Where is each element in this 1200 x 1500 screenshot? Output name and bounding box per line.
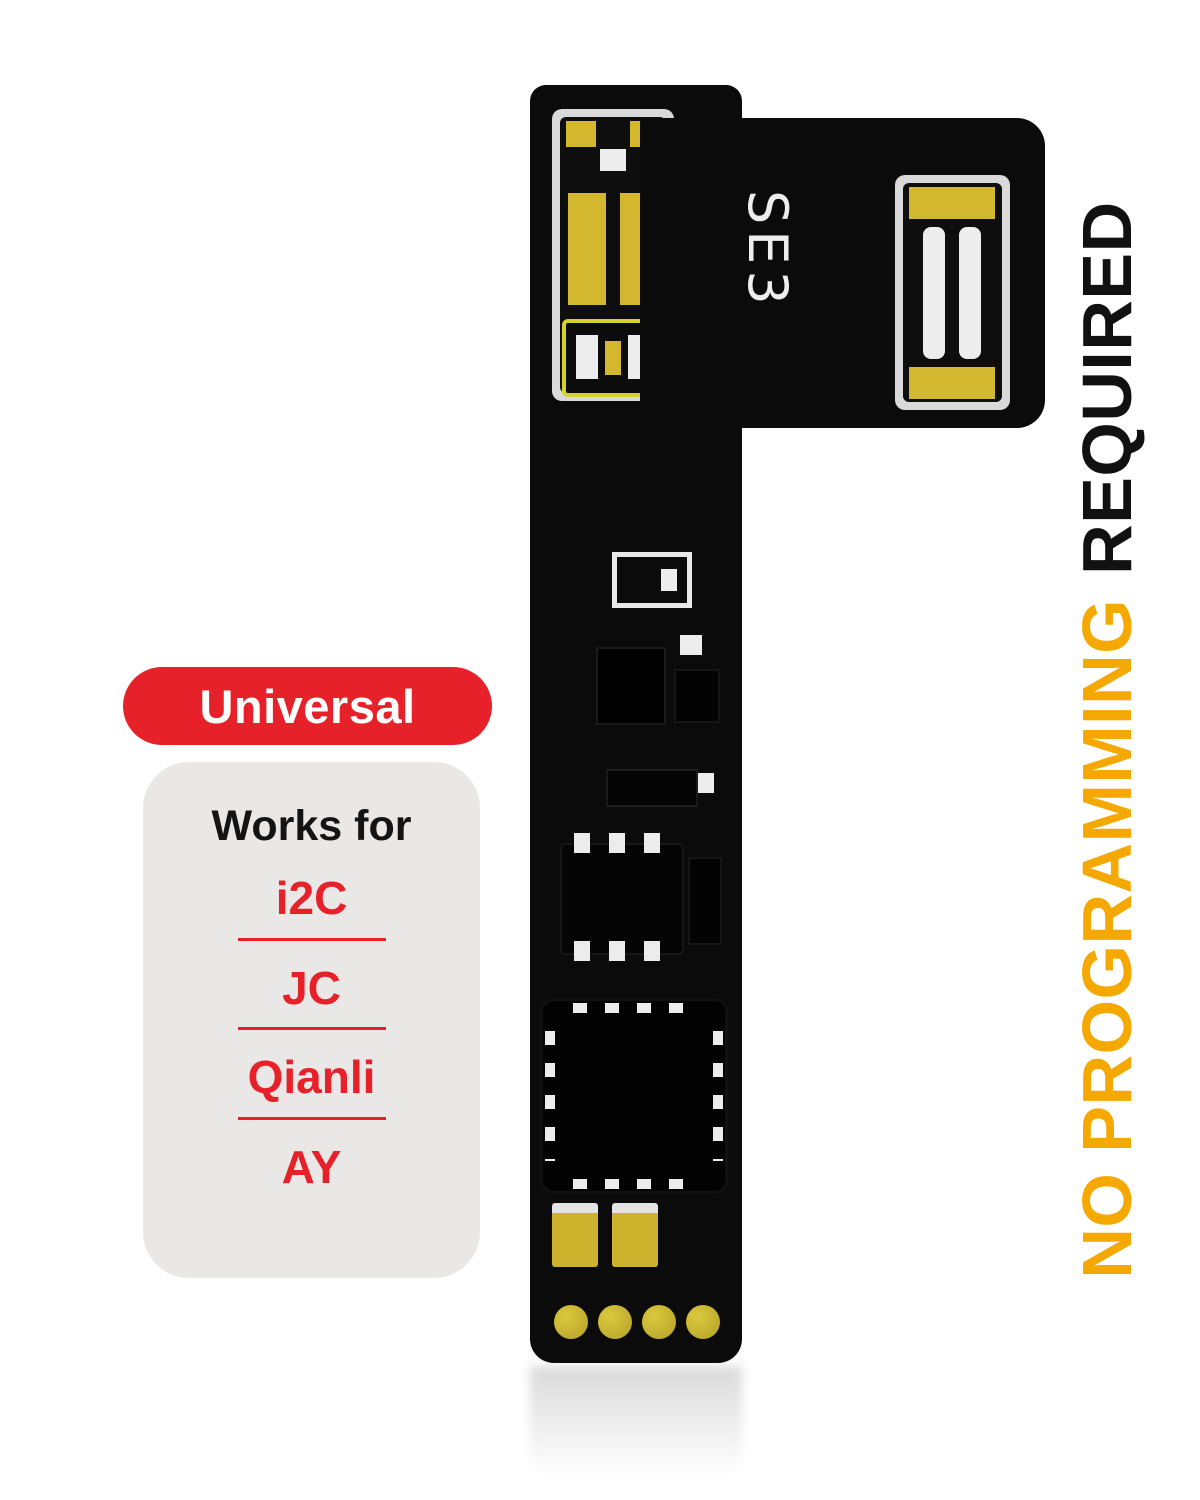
required-text: REQUIRED [1068,201,1146,575]
ic-pin [574,833,590,853]
divider [237,1116,386,1120]
board-connector [895,175,1010,410]
flex-cable-arm: SE3 [640,118,1045,428]
component-contact [698,773,714,793]
compat-item-i2c: i2C [275,872,348,924]
compatibility-panel: Works for i2C JC Qianli AY [143,762,480,1278]
gold-capacitor [612,1203,658,1267]
component-contact [661,569,677,591]
compat-item-ay: AY [281,1140,342,1193]
component-block [674,669,720,723]
gold-pad [568,193,606,305]
divider [237,1027,386,1031]
component-block [596,647,666,725]
gold-capacitor [552,1203,598,1267]
resistor-component [606,769,698,807]
ic-pin [644,833,660,853]
gold-pad [909,187,995,219]
ic-pin [609,833,625,853]
ic-pin [574,941,590,961]
gold-pad [909,367,995,399]
connector-contact [923,227,945,359]
contact-dot [642,1305,676,1339]
connector-contact [576,335,598,379]
contact-dot [554,1305,588,1339]
qfn-pins-bottom [573,1179,695,1189]
gold-pad [605,341,621,375]
gold-pad [566,121,596,147]
no-programming-highlight: NO PROGRAMMING [1068,598,1146,1279]
universal-badge: Universal [123,667,492,745]
cable-reflection [530,1366,742,1476]
model-label: SE3 [736,190,799,311]
connector-contact [600,149,626,171]
component-contact [680,635,702,655]
compat-item-jc: JC [282,961,341,1014]
qfn-pins-left [545,1031,555,1161]
ic-chip [560,843,684,955]
qfn-pins-right [713,1031,723,1161]
connector-inner [903,183,1002,402]
ic-pin [609,941,625,961]
qfn-chip [540,998,728,1194]
divider [237,937,386,941]
ic-pin [644,941,660,961]
contact-dot [686,1305,720,1339]
no-programming-note: NO PROGRAMMING REQUIRED [1062,160,1152,1320]
universal-badge-label: Universal [199,679,416,733]
component-block [688,857,722,945]
connector-contact [959,227,981,359]
compat-item-qianli: Qianli [247,1051,376,1104]
contact-dot [598,1305,632,1339]
works-for-title: Works for [211,802,412,850]
component-outline [612,552,692,608]
qfn-pins-top [573,1003,695,1013]
